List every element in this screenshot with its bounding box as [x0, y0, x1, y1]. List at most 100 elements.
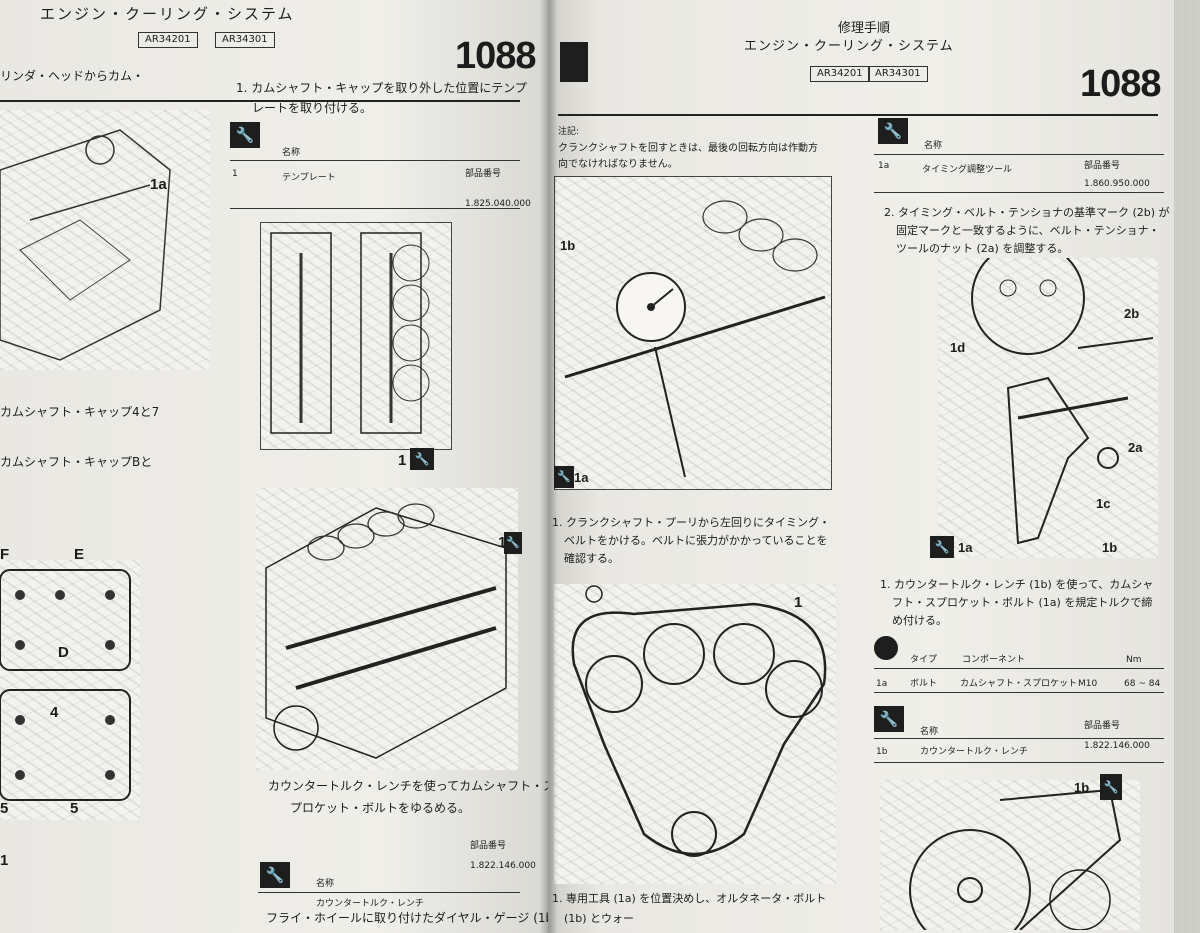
tool-top-row-index: 1a: [878, 161, 890, 171]
tool-bottom-header-name: 名称: [920, 727, 939, 737]
note-label: 注記:: [558, 127, 580, 137]
callout-E: E: [74, 546, 85, 563]
left-callout-1a: 1a: [150, 176, 167, 193]
torque-step-line1: 1. カウンタートルク・レンチ (1b) を使って、カムシャ: [880, 578, 1154, 591]
belt-step-line3: 確認する。: [564, 552, 619, 565]
wrench-icon: 🔧: [878, 118, 908, 144]
left-bottom-text-1: フライ・ホイールに取り付けたダイヤル・ゲージ (1b: [266, 911, 548, 925]
bottom-step-line2: (1b) とウォー: [564, 912, 635, 925]
wrench-icon: 🔧: [930, 536, 954, 558]
chapter-tab-icon: [560, 42, 588, 82]
right-section-title: 修理手順: [838, 21, 891, 36]
left-tool-rule-1: [230, 160, 520, 161]
left-bottom-row-name: カウンタートルク・レンチ: [316, 899, 424, 909]
wrench-icon: 🔧: [260, 862, 290, 888]
torque-header-component: コンポーネント: [962, 655, 1026, 665]
left-tool-header-name: 名称: [282, 148, 301, 158]
right-page: 修理手順 エンジン・クーリング・システム AR34201 AR34301 108…: [548, 0, 1200, 933]
torque-row-type: ボルト: [910, 679, 938, 689]
left-side-text-1: カムシャフト・キャップ4と7: [0, 405, 160, 419]
callout-D: D: [58, 644, 69, 661]
left-bullet-line2: プロケット・ボルトをゆるめる。: [290, 801, 471, 815]
left-tool-row-name: テンプレート: [282, 173, 336, 183]
left-header-title: エンジン・クーリング・システム: [40, 5, 295, 23]
note-line1: クランクシャフトを回すときは、最後の回転方向は作動方: [558, 143, 818, 154]
left-code-2: AR34301: [215, 32, 275, 48]
tool-bottom-row-index: 1b: [876, 747, 888, 757]
tool-top-header-name: 名称: [924, 141, 943, 151]
left-figure-callout-1: 1: [398, 452, 407, 469]
left-step1-line1: 1. カムシャフト・キャップを取り外した位置にテンプ: [236, 81, 527, 95]
belt-step-line2: ベルトをかける。ベルトに張力がかかっていることを: [564, 534, 828, 547]
engine-camshaft-illustration: [256, 488, 518, 770]
cam-cover-illustration: [0, 560, 140, 820]
tool-bottom-header-part: 部品番号: [1084, 721, 1121, 731]
torque-rule-1: [874, 668, 1164, 669]
left-page: エンジン・クーリング・システム AR34201 AR34301 1088 リンダ…: [0, 0, 548, 933]
tool-bottom-rule-1: [874, 738, 1164, 739]
right-callout-1b: 1b: [560, 238, 576, 253]
left-side-text-2: カムシャフト・キャップBと: [0, 455, 153, 469]
callout-5a: 5: [0, 800, 9, 817]
left-bottom-rule: [258, 892, 520, 893]
right-code-1: AR34201: [810, 66, 870, 82]
left-bottom-header-part: 部品番号: [470, 841, 507, 851]
torque-row-component: カムシャフト・スプロケット: [960, 679, 1078, 689]
tool-bottom-rule-2: [874, 762, 1164, 763]
wrench-icon: 🔧: [504, 532, 522, 554]
callout-1a-right: 1a: [958, 540, 973, 555]
right-callout-1a: 1a: [574, 470, 589, 485]
wrench-icon: 🔧: [554, 466, 574, 488]
step2-line1: 2. タイミング・ベルト・テンショナの基準マーク (2b) が: [884, 206, 1170, 219]
tensioner-illustration: [938, 258, 1158, 558]
wrench-icon: 🔧: [1100, 774, 1122, 800]
callout-2a: 2a: [1128, 440, 1143, 455]
book-spine-shadow: [540, 0, 558, 933]
bottom-step-line1: 1. 専用工具 (1a) を位置決めし、オルタネータ・ボルト: [552, 892, 827, 905]
callout-5b: 5: [70, 800, 79, 817]
wrench-icon: 🔧: [874, 706, 904, 732]
left-bottom-part-number: 1.822.146.000: [470, 861, 536, 871]
tool-top-row-part: 1.860.950.000: [1084, 179, 1150, 189]
torque-header-unit: Nm: [1126, 655, 1142, 665]
right-page-number: 1088: [1080, 63, 1162, 105]
left-intro-text: リンダ・ヘッドからカム・: [0, 69, 145, 83]
tool-top-rule-1: [874, 154, 1164, 155]
torque-icon: [874, 636, 898, 660]
callout-1c: 1c: [1096, 496, 1111, 511]
belt-callout-1: 1: [794, 594, 803, 611]
left-bullet-line1: カウンタートルク・レンチを使ってカムシャフト・ス: [268, 779, 548, 793]
left-step1-line2: レートを取り付ける。: [252, 101, 373, 115]
step2-line3: ツールのナット (2a) を調整する。: [896, 242, 1069, 255]
callout-1d: 1d: [950, 340, 966, 355]
left-header-rule: [0, 100, 520, 102]
camshaft-template-figure: [260, 222, 452, 450]
callout-1-bottom: 1: [0, 852, 9, 869]
torque-row-index: 1a: [876, 679, 888, 689]
left-tool-header-part: 部品番号: [465, 169, 502, 179]
step2-line2: 固定マークと一致するように、ベルト・テンショナ・: [896, 224, 1160, 237]
left-bottom-header-name: 名称: [316, 879, 335, 889]
right-header-rule: [558, 114, 1158, 116]
callout-F: F: [0, 546, 10, 563]
right-header-title: エンジン・クーリング・システム: [744, 39, 954, 54]
torque-row-value: 68 ~ 84: [1124, 679, 1161, 689]
left-code-1: AR34201: [138, 32, 198, 48]
tool-bottom-row-name: カウンタートルク・レンチ: [920, 747, 1028, 757]
torque-step-line3: め付ける。: [892, 614, 947, 627]
callout-2b: 2b: [1124, 306, 1140, 321]
timing-belt-illustration: [554, 584, 836, 884]
tool-bottom-row-part: 1.822.146.000: [1084, 741, 1150, 751]
cylinder-head-illustration: [0, 110, 210, 370]
callout-1b-right: 1b: [1102, 540, 1118, 555]
tool-top-row-name: タイミング調整ツール: [922, 165, 1013, 175]
note-line2: 向でなければなりません。: [558, 159, 678, 170]
callout-1b-bottom: 1b: [1074, 780, 1090, 795]
right-code-2: AR34301: [868, 66, 928, 82]
left-tool-row-index: 1: [232, 169, 238, 179]
torque-row-size: M10: [1078, 679, 1098, 689]
callout-4: 4: [50, 704, 59, 721]
wrench-icon: 🔧: [230, 122, 260, 148]
left-tool-row-part: 1.825.040.000: [465, 199, 531, 209]
tool-top-rule-2: [874, 192, 1164, 193]
